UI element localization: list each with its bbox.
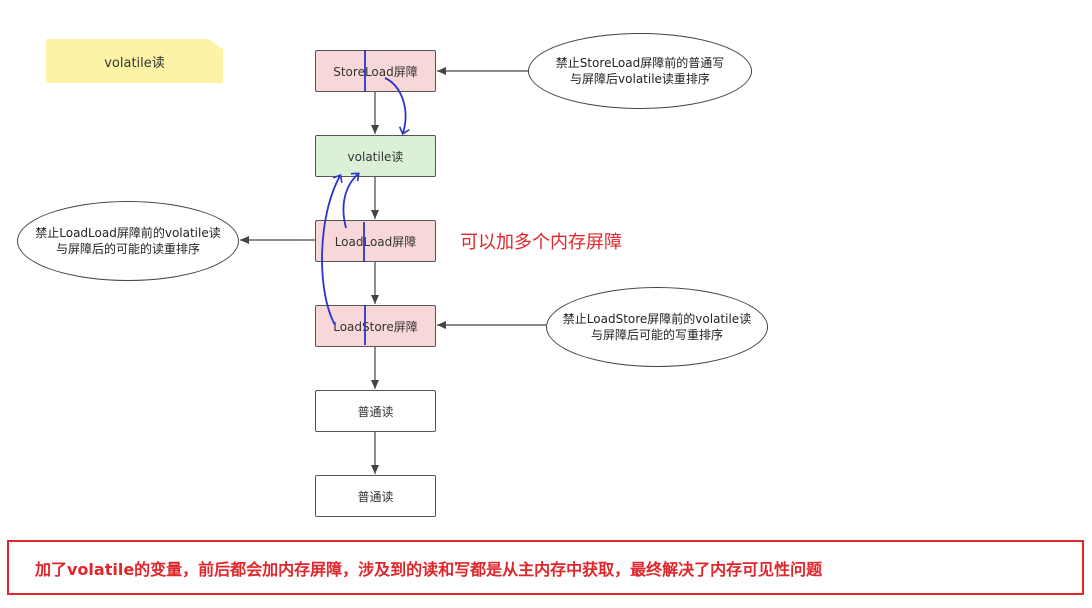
summary-banner: 加了volatile的变量，前后都会加内存屏障，涉及到的读和写都是从主内存中获取… [7,540,1084,595]
loadstore-explanation-line1: 禁止LoadStore屏障前的volatile读 [562,312,752,326]
loadload-barrier-node[interactable]: LoadLoad屏障 [315,220,436,262]
blue-curve-storeload [384,77,410,136]
blue-curve-loadstore [321,174,343,326]
storeload-explanation-line1: 禁止StoreLoad屏障前的普通写 [555,56,725,70]
loadload-explanation-ellipse: 禁止LoadLoad屏障前的volatile读 与屏障后的可能的读重排序 [17,201,239,281]
volatile-read-label: volatile读 [347,149,404,164]
sticky-note: volatile读 [46,39,223,83]
storeload-explanation-line2: 与屏障后volatile读重排序 [570,72,710,86]
summary-banner-text: 加了volatile的变量，前后都会加内存屏障，涉及到的读和写都是从主内存中获取… [35,559,823,579]
normal-read-label-1: 普通读 [357,404,394,419]
loadstore-barrier-node[interactable]: LoadStore屏障 [315,305,436,347]
loadstore-explanation-line2: 与屏障后可能的写重排序 [590,328,723,342]
loadload-barrier-label: LoadLoad屏障 [334,234,417,249]
normal-read-node-1[interactable]: 普通读 [315,390,436,432]
storeload-barrier-node[interactable]: StoreLoad屏障 [315,50,436,92]
multiple-barriers-annotation: 可以加多个内存屏障 [460,232,622,253]
normal-read-label-2: 普通读 [357,489,394,504]
storeload-barrier-label: StoreLoad屏障 [333,64,418,79]
loadload-explanation-line1: 禁止LoadLoad屏障前的volatile读 [35,226,221,240]
volatile-read-node[interactable]: volatile读 [315,135,436,177]
loadstore-barrier-label: LoadStore屏障 [333,319,418,334]
loadload-explanation-line2: 与屏障后的可能的读重排序 [55,242,200,256]
sticky-note-label: volatile读 [104,55,165,71]
storeload-explanation-ellipse: 禁止StoreLoad屏障前的普通写 与屏障后volatile读重排序 [528,33,752,109]
loadstore-explanation-ellipse: 禁止LoadStore屏障前的volatile读 与屏障后可能的写重排序 [546,287,768,367]
blue-curve-loadload [342,172,360,229]
normal-read-node-2[interactable]: 普通读 [315,475,436,517]
